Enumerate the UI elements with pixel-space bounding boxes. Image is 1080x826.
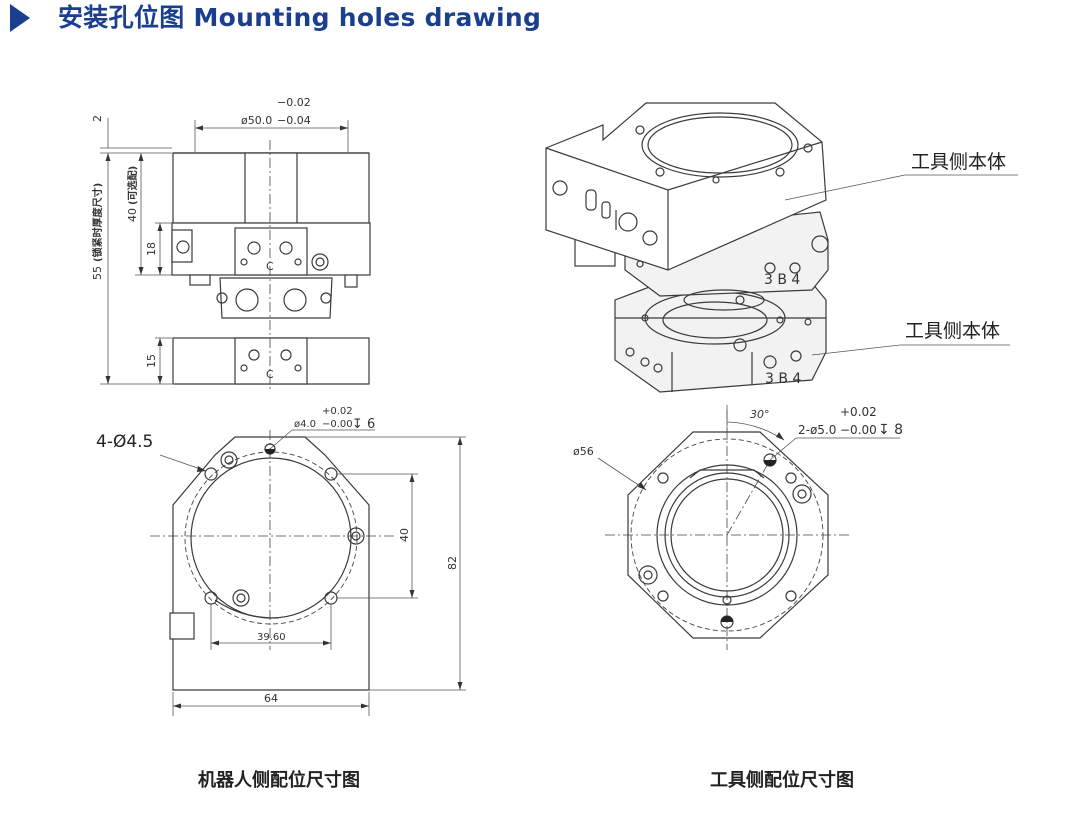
robot-dim-vertical-spacing: 40	[398, 528, 411, 542]
page-title: 安装孔位图 Mounting holes drawing	[58, 3, 542, 32]
isometric-view: 3 B 4 3 B 4 工具侧本体 工具侧本体	[545, 102, 1018, 393]
side-dim-total-height: 55	[91, 266, 104, 280]
robot-holes-label: 4-Ø4.5	[96, 432, 153, 452]
robot-dim-width: 64	[264, 692, 278, 705]
tool-pin-depth: ↧ 8	[878, 422, 903, 438]
tool-angle: 30°	[750, 408, 770, 421]
robot-pin-spec: ø4.0	[294, 419, 316, 430]
side-dim-optional-note: (可选配)	[126, 166, 139, 205]
robot-dim-height: 82	[446, 556, 459, 570]
robot-pin-tol-lower: −0.00	[322, 419, 353, 430]
robot-pin-depth: ↧ 6	[352, 417, 375, 432]
tool-pin-tol-upper: +0.02	[840, 405, 877, 419]
side-view: −0.02 ø50.0 −0.04 C C	[91, 96, 371, 390]
side-center-mark-1: C	[266, 260, 274, 273]
side-dim-total-height-note: (锁紧时厚度尺寸)	[91, 183, 104, 262]
header: 安装孔位图 Mounting holes drawing	[0, 0, 1080, 40]
side-dim-bottom: 15	[145, 354, 158, 368]
caption-tool-side: 工具侧配位尺寸图	[710, 769, 854, 791]
iso-engraving-upper: 3 B 4	[764, 272, 800, 288]
tool-dim-bolt-circle: ø56	[573, 445, 594, 458]
side-dim-tol-upper: −0.02	[277, 96, 311, 109]
side-dim-middle: 18	[145, 242, 158, 256]
robot-dim-horizontal-spacing: 39.60	[257, 632, 286, 643]
tool-pin-spec: 2-ø5.0	[798, 423, 836, 437]
iso-callout-upper: 工具侧本体	[911, 151, 1006, 173]
side-dim-tol-lower: −0.04	[277, 114, 311, 127]
chevron-right-icon	[10, 4, 30, 32]
tool-side-plan-view: 30° +0.02 2-ø5.0 −0.00 ↧ 8 ø56	[573, 405, 903, 650]
tool-pin-tol-lower: −0.00	[840, 423, 877, 437]
caption-robot-side: 机器人侧配位尺寸图	[198, 769, 360, 791]
iso-callout-lower: 工具侧本体	[905, 320, 1000, 342]
side-center-mark-2: C	[266, 368, 274, 381]
robot-side-plan-view: 4-Ø4.5 +0.02 ø4.0 −0.00 ↧ 6 40 82 39.60	[96, 406, 466, 716]
side-dim-optional-height: 40	[126, 208, 139, 222]
side-dim-top-gap: 2	[91, 115, 104, 122]
iso-engraving-lower: 3 B 4	[765, 371, 801, 387]
robot-pin-tol-upper: +0.02	[322, 406, 353, 417]
side-dim-diameter: ø50.0	[241, 114, 272, 127]
